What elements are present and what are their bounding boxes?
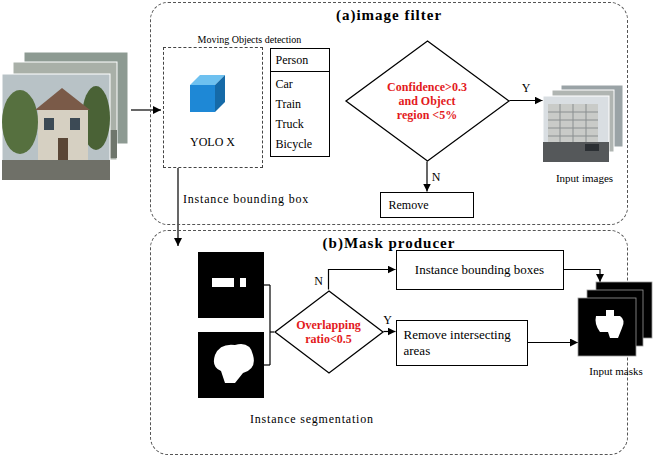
group-box: (a)image filterMoving Objects detectionY… — [150, 2, 628, 225]
mask-image — [198, 252, 264, 318]
illustration-part — [543, 96, 609, 162]
flow-arrow — [329, 270, 396, 290]
illustration-part — [270, 331, 274, 332]
illustration-part — [2, 160, 110, 180]
node-text: Remove intersecting areas — [404, 327, 520, 359]
illustration-part — [269, 285, 270, 365]
edge-label: N — [430, 170, 443, 183]
process-box: Instance bounding boxes — [396, 250, 564, 290]
figure-label: Instance bounding box — [183, 192, 309, 206]
illustration-part — [214, 344, 254, 383]
node-text: Input images — [556, 172, 613, 185]
figure-label: Instance segmentation — [250, 412, 374, 426]
illustration-part — [596, 310, 624, 338]
illustration-part — [548, 104, 598, 142]
node-text: Input masks — [589, 365, 642, 378]
node-text: (a)image filter — [151, 3, 627, 24]
illustration-part — [329, 101, 601, 343]
illustration-part — [215, 75, 225, 112]
group-box: (b)Mask producerOverlapping ratio<0.5Ins… — [150, 230, 628, 455]
illustration-part — [198, 332, 264, 398]
edge-label: Y — [381, 313, 394, 326]
image-stack: Input images — [543, 85, 627, 185]
input-photo-stack — [2, 52, 128, 180]
mask-image — [198, 332, 264, 398]
flow-arrow — [528, 342, 579, 343]
cube-icon — [190, 75, 225, 112]
flow-arrow — [131, 109, 161, 110]
illustration-part — [212, 278, 234, 287]
output-photo-stack — [543, 85, 623, 162]
illustration-part — [573, 104, 574, 142]
illustration-part — [264, 284, 270, 285]
illustration-part — [2, 74, 110, 180]
illustration-part — [198, 252, 264, 318]
node-text: Person — [271, 49, 329, 72]
illustration-part — [585, 144, 599, 151]
process-box: Remove intersecting areas — [396, 320, 528, 366]
flow-arrow — [564, 270, 601, 283]
flow-arrow — [510, 100, 543, 101]
flow-arrow — [426, 162, 427, 192]
illustration-part — [44, 118, 54, 130]
illustration-part — [190, 85, 215, 112]
flow-arrow — [384, 331, 396, 332]
illustration-part — [543, 142, 609, 162]
illustration-part — [548, 104, 598, 142]
edge-label: Y — [520, 81, 533, 94]
illustration-part — [38, 110, 88, 160]
class-list-box: PersonCar Train Truck Bicycle — [270, 48, 330, 157]
decision-diamond: Confidence>0.3 and Object region <5% — [345, 40, 510, 162]
illustration-part — [70, 118, 80, 130]
node-text: Remove — [389, 197, 465, 213]
illustration-part — [2, 90, 38, 154]
illustration-part — [35, 88, 90, 110]
node-text: Moving Objects detection — [198, 34, 302, 46]
node-text: Car Train Truck Bicycle — [271, 72, 318, 156]
illustration-part — [58, 138, 68, 160]
node-text: Instance bounding boxes — [415, 262, 544, 278]
detector-box: Moving Objects detectionYOLO X — [163, 47, 263, 168]
decision-diamond — [346, 41, 509, 161]
illustration-part — [560, 104, 561, 142]
node-text: Overlapping ratio<0.5 — [292, 318, 366, 346]
decision-diamond — [275, 291, 383, 373]
node-text: Confidence>0.3 and Object region <5% — [381, 80, 473, 122]
node-text: YOLO X — [190, 135, 235, 149]
flow-arrow — [177, 168, 178, 246]
illustration-part — [240, 278, 246, 287]
edge-label: N — [312, 274, 325, 287]
node-text: (b)Mask producer — [151, 231, 627, 252]
illustration-part — [578, 298, 636, 356]
illustration-part — [264, 364, 270, 365]
bracket — [264, 285, 274, 365]
mask-stack — [578, 282, 652, 356]
decision-diamond: Overlapping ratio<0.5 — [274, 290, 384, 374]
process-box: Remove — [380, 192, 474, 218]
illustration-part — [586, 104, 587, 142]
